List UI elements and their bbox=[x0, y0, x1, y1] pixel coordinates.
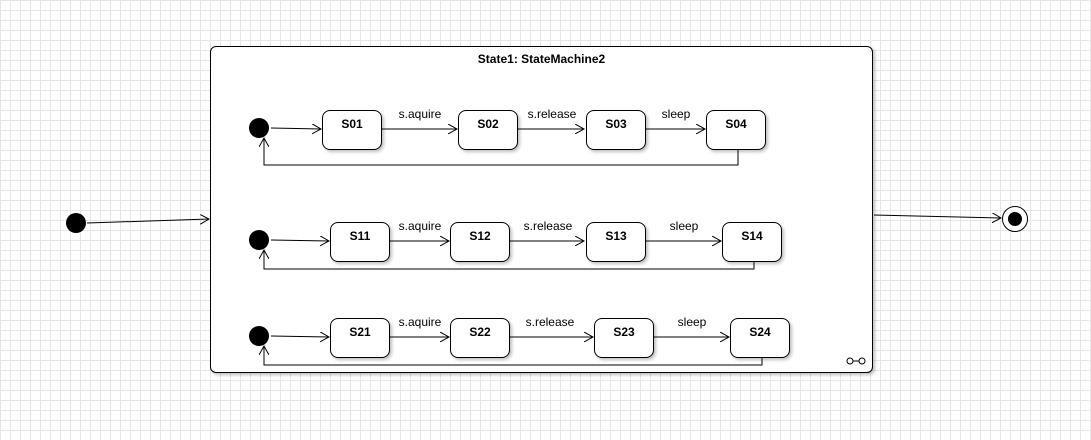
transition-label[interactable]: s.release bbox=[523, 219, 573, 233]
state-s02[interactable]: S02 bbox=[458, 110, 518, 150]
state-s24[interactable]: S24 bbox=[730, 318, 790, 358]
composite-state-title: State1: StateMachine2 bbox=[477, 52, 606, 66]
final-state[interactable] bbox=[1002, 206, 1028, 232]
region1-initial-state[interactable] bbox=[249, 118, 269, 138]
transition-label[interactable]: s.aquire bbox=[398, 315, 442, 329]
final-state-dot bbox=[1008, 212, 1022, 226]
region3-initial-state[interactable] bbox=[249, 326, 269, 346]
state-s13[interactable]: S13 bbox=[586, 222, 646, 262]
transition-label[interactable]: s.release bbox=[525, 315, 575, 329]
transition-label[interactable]: s.aquire bbox=[398, 219, 442, 233]
transition-label[interactable]: sleep bbox=[669, 219, 699, 233]
region2-initial-state[interactable] bbox=[249, 230, 269, 250]
transition-label[interactable]: s.release bbox=[527, 107, 577, 121]
edge-initial-to-composite bbox=[86, 219, 209, 223]
state-s23[interactable]: S23 bbox=[594, 318, 654, 358]
outer-initial-state[interactable] bbox=[66, 213, 86, 233]
state-s01[interactable]: S01 bbox=[322, 110, 382, 150]
transition-label[interactable]: sleep bbox=[661, 107, 691, 121]
submachine-link-icon bbox=[846, 357, 866, 365]
transition-label[interactable]: sleep bbox=[677, 315, 707, 329]
transition-label[interactable]: s.aquire bbox=[398, 107, 442, 121]
state-s14[interactable]: S14 bbox=[722, 222, 782, 262]
edge-composite-to-final bbox=[873, 215, 1001, 218]
